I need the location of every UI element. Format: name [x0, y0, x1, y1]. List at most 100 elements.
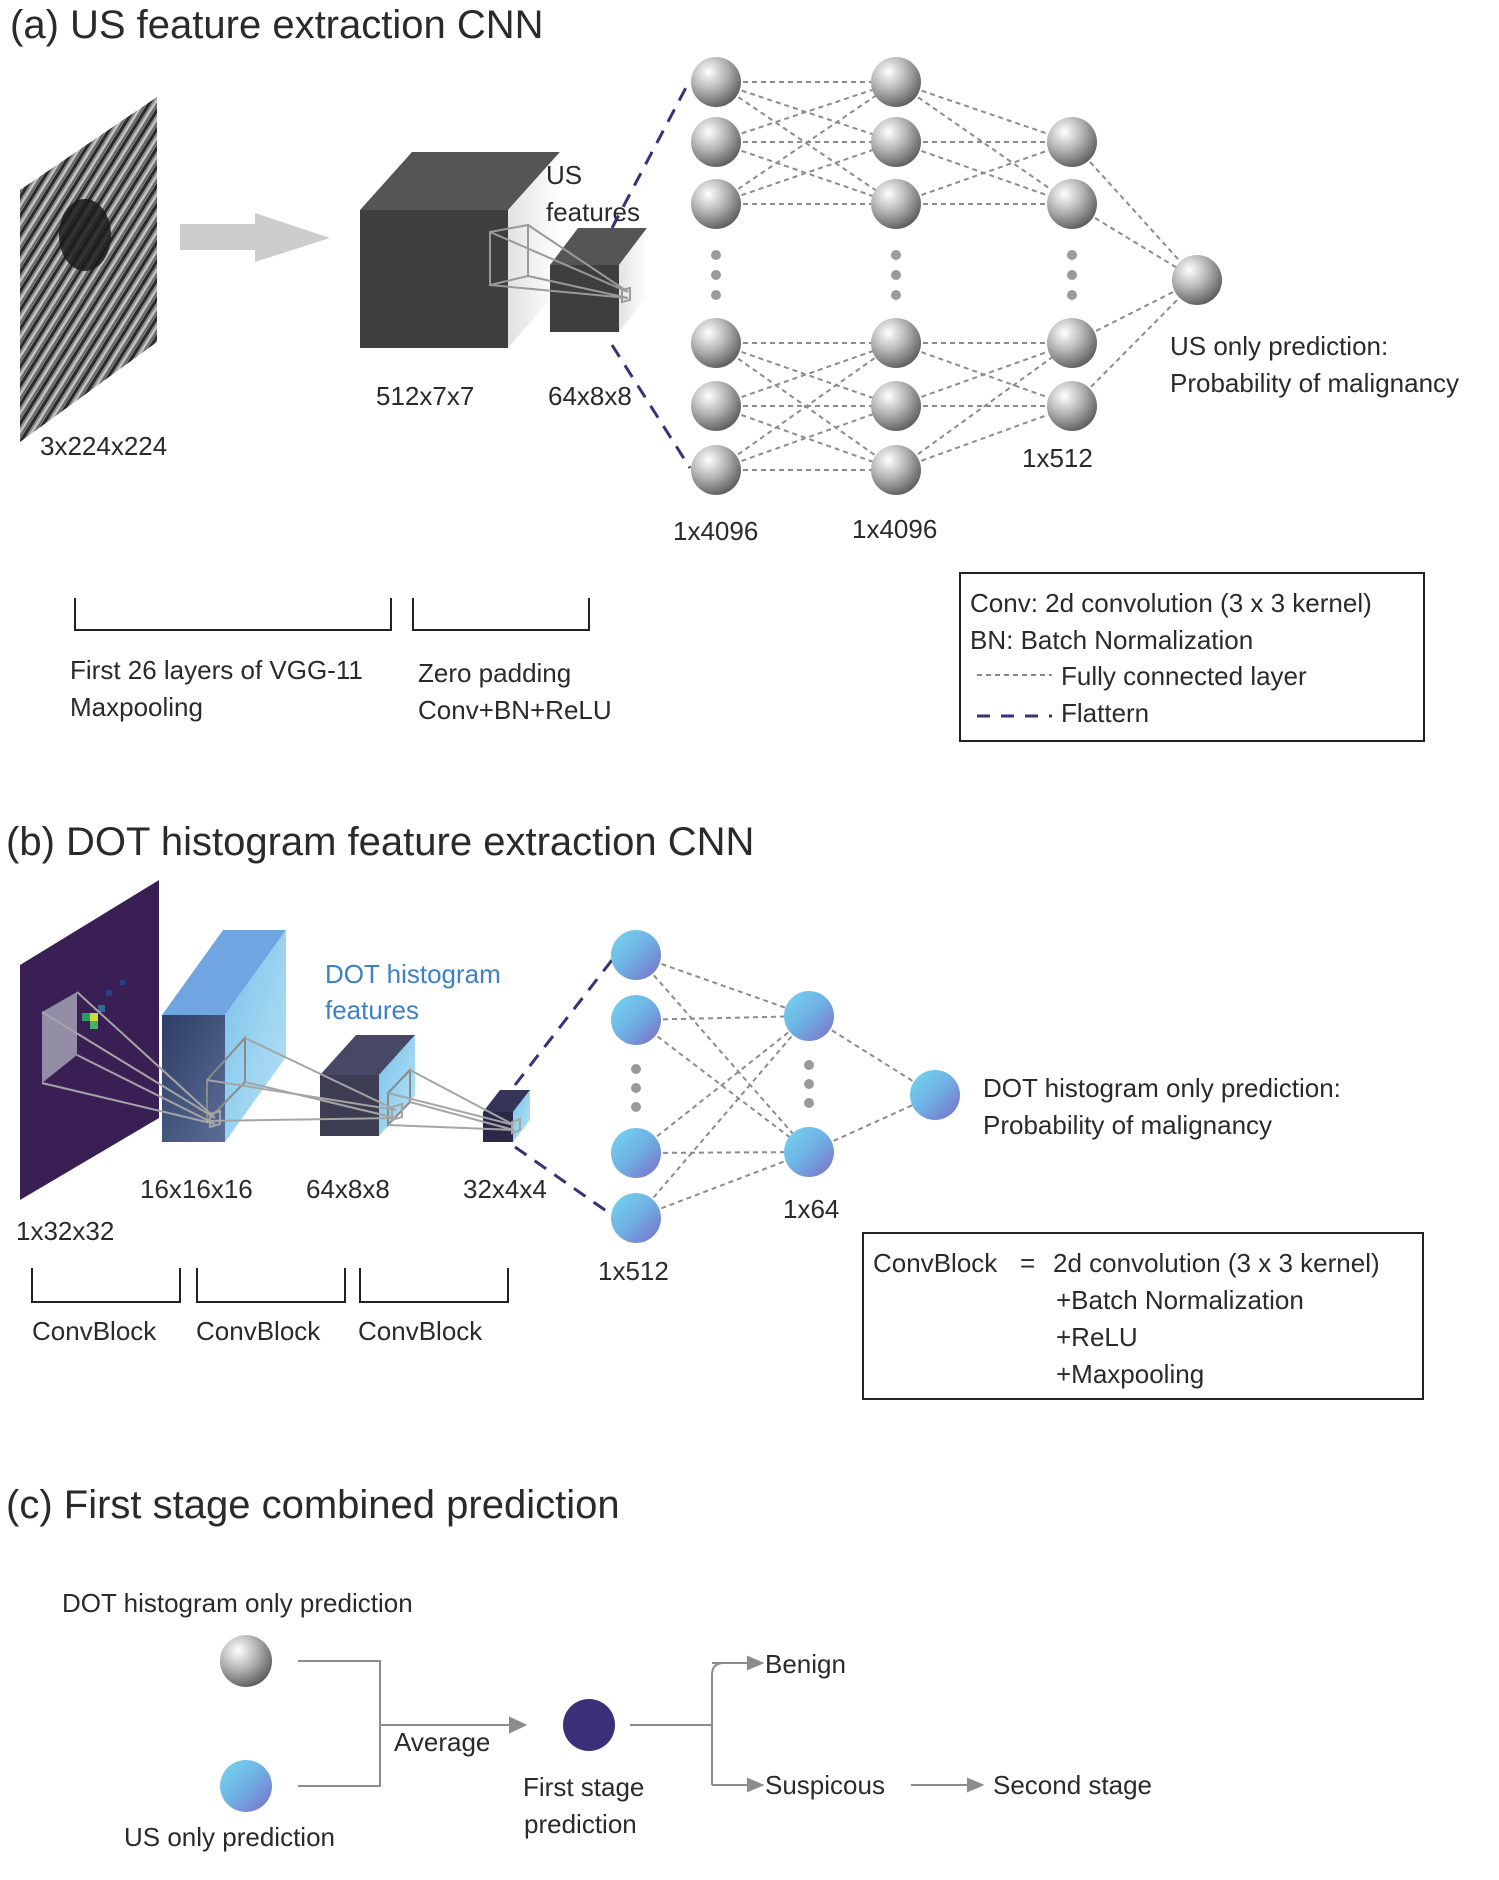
fc-edge: [1071, 141, 1198, 281]
legend-b: ConvBlock = 2d convolution (3 x 3 kernel…: [862, 1232, 1424, 1400]
fc-edge: [895, 405, 1073, 471]
first-stage-label-2: prediction: [524, 1809, 637, 1839]
fc-network-a-edges: [715, 81, 1198, 471]
fc-network-a-ellipsis-dot: [891, 250, 901, 260]
receptive-field-lines-a: [489, 224, 631, 304]
section-a-title: (a) US feature extraction CNN: [10, 3, 544, 47]
us-features-label-1: US: [546, 160, 582, 190]
fcb2-dim-label: 1x64: [783, 1194, 839, 1224]
bracket-conv: [412, 598, 590, 631]
benign-label: Benign: [765, 1649, 846, 1679]
ultrasound-lesion: [59, 199, 111, 271]
fc-edge: [715, 342, 897, 407]
us-only-label: US only prediction: [124, 1822, 335, 1852]
fc-network-a-neuron: [1047, 117, 1097, 167]
fc-network-a-neuron: [871, 381, 921, 431]
fc-edge: [635, 1151, 810, 1219]
receptive-field-lines-b: [41, 991, 521, 1135]
fc-edge: [895, 342, 1073, 471]
fc-network-b-ellipsis-dot: [804, 1098, 814, 1108]
fc-network-a-neuron: [1047, 381, 1097, 431]
dot-prediction-label-1: DOT histogram only prediction:: [983, 1073, 1341, 1103]
fc-network-a-neuron: [691, 57, 741, 107]
fc3-dim-label: 1x512: [1022, 443, 1093, 473]
fc-network-a-neuron: [691, 381, 741, 431]
fc-edge: [635, 1015, 810, 1219]
fc-network-b-neuron: [784, 1127, 834, 1177]
fc-edge: [715, 342, 897, 471]
fc-edge: [895, 81, 1073, 143]
suspicious-label: Suspicous: [765, 1770, 885, 1800]
conv-block-1-volume: [162, 930, 286, 1142]
fc-network-a-neuron: [691, 179, 741, 229]
fc-edge: [1071, 279, 1198, 407]
fc-network-b-neuron: [611, 1128, 661, 1178]
fc-edge: [715, 405, 897, 471]
fc-edge: [895, 81, 1073, 205]
fc-network-b-edges: [635, 954, 936, 1219]
legend-conv: Conv: 2d convolution (3 x 3 kernel): [970, 588, 1372, 618]
fc-network-a: [691, 57, 1222, 495]
convblock-label-2: ConvBlock: [196, 1316, 321, 1346]
legend-bn: BN: Batch Normalization: [970, 625, 1253, 655]
flatten-line-top-a: [610, 79, 692, 229]
dot-only-node: [220, 1635, 272, 1687]
us-prediction-label-2: Probability of malignancy: [1170, 368, 1459, 398]
fc-edge: [635, 954, 810, 1153]
fc-edge: [715, 81, 897, 205]
fc-network-b-ellipsis-dot: [631, 1064, 641, 1074]
fc-network-a-neuron: [871, 57, 921, 107]
section-c-title: (c) First stage combined prediction: [6, 1483, 620, 1527]
vgg-dim-label: 512x7x7: [376, 381, 474, 411]
fc-network-a-ellipsis-dot: [891, 290, 901, 300]
fc-edge: [895, 141, 1073, 205]
decision-connector: [630, 1655, 985, 1793]
fc-edge: [635, 1151, 810, 1154]
section-b-title: (b) DOT histogram feature extraction CNN: [6, 820, 754, 864]
fc-edge: [635, 1015, 810, 1021]
fc-edge: [635, 954, 810, 1017]
input-dim-label: 3x224x224: [40, 431, 167, 461]
fc1-dim-label: 1x4096: [673, 516, 758, 546]
fc-network-a-neuron: [1172, 255, 1222, 305]
fc-network-b: [611, 930, 960, 1243]
dot-features-label-1: DOT histogram: [325, 959, 501, 989]
fc-network-a-neuron: [871, 318, 921, 368]
flatten-line-bottom-b: [514, 1145, 613, 1217]
fc-network-a-ellipsis-dot: [711, 250, 721, 260]
fc2-dim-label: 1x4096: [852, 514, 937, 544]
dot-features-label-2: features: [325, 995, 419, 1025]
average-label: Average: [394, 1727, 490, 1757]
legend-b-line-1: 2d convolution (3 x 3 kernel): [1053, 1248, 1380, 1278]
fc-edge: [635, 1019, 810, 1153]
convblock-label-3: ConvBlock: [358, 1316, 483, 1346]
fc-network-a-neuron: [1047, 318, 1097, 368]
fc-network-a-ellipsis-dot: [1067, 270, 1077, 280]
fc-network-b-neuron: [611, 930, 661, 980]
legend-fc: Fully connected layer: [1061, 661, 1307, 691]
us-prediction-label-1: US only prediction:: [1170, 331, 1388, 361]
bracket-vgg-label-1: First 26 layers of VGG-11: [70, 655, 363, 685]
fcb1-dim-label: 1x512: [598, 1256, 669, 1286]
fc-edge: [715, 141, 897, 205]
fc-network-b-ellipsis-dot: [631, 1083, 641, 1093]
legend-b-eq: =: [1020, 1248, 1035, 1278]
conv-block-2-volume: [320, 1035, 415, 1136]
input-arrow: [180, 213, 330, 262]
fc-network-a-ellipsis-dot: [711, 270, 721, 280]
fc-edge: [715, 81, 897, 143]
fc-network-a-ellipsis-dot: [891, 270, 901, 280]
fc-network-b-ellipsis-dot: [631, 1102, 641, 1112]
dot-input-dim-label: 1x32x32: [16, 1216, 114, 1246]
legend-b-lhs: ConvBlock: [873, 1248, 998, 1278]
legend-b-line-3: +ReLU: [1056, 1322, 1138, 1352]
us-feat-dim-label: 64x8x8: [548, 381, 632, 411]
fc-network-a-neuron: [871, 179, 921, 229]
fc-network-b-neuron: [784, 991, 834, 1041]
fc-edge: [715, 141, 897, 205]
fc-network-a-ellipsis-dot: [711, 290, 721, 300]
first-stage-label-1: First stage: [523, 1772, 644, 1802]
legend-a: Conv: 2d convolution (3 x 3 kernel) BN: …: [959, 572, 1425, 742]
fc-network-a-neuron: [691, 117, 741, 167]
bracket-vgg: [74, 598, 392, 631]
